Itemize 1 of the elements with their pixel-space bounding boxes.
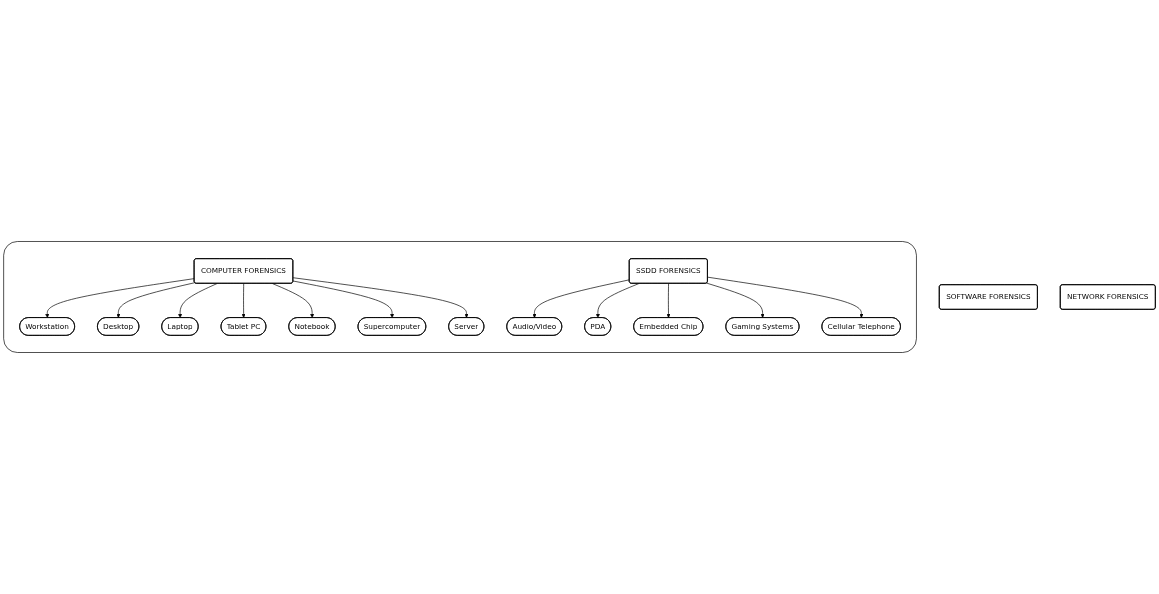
cluster bbox=[3, 241, 917, 353]
